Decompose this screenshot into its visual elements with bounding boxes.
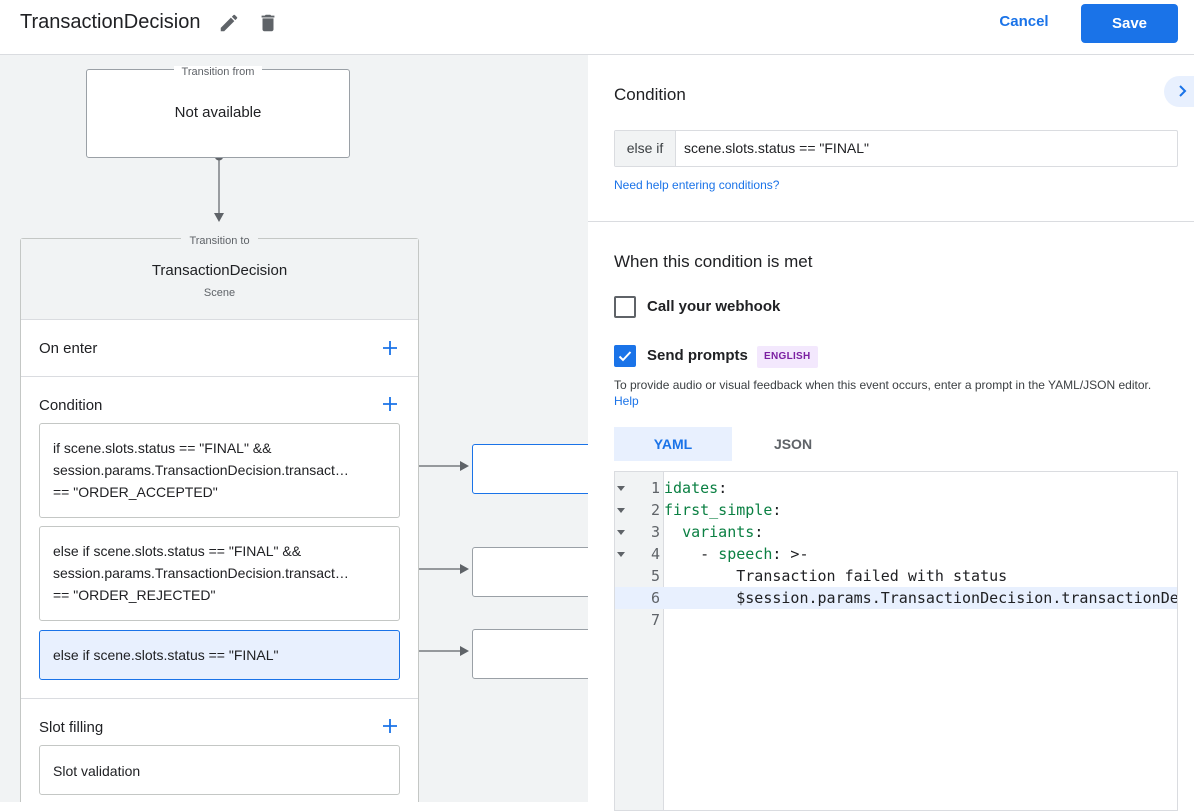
condition-prefix: else if xyxy=(615,131,676,166)
scene-canvas: Transition from Not available Transition… xyxy=(0,55,588,802)
send-prompts-checkbox[interactable] xyxy=(614,345,636,367)
line-number: 2 xyxy=(650,501,660,519)
condition-help-link[interactable]: Need help entering conditions? xyxy=(614,178,780,192)
transition-target-node[interactable] xyxy=(472,547,588,597)
webhook-label: Call your webhook xyxy=(647,298,781,315)
edit-icon[interactable] xyxy=(218,12,240,34)
divider xyxy=(588,221,1194,222)
code-text: Transaction failed with status xyxy=(736,567,1008,585)
collapse-panel-button[interactable] xyxy=(1164,76,1194,107)
condition-section: Condition if scene.slots.status == "FINA… xyxy=(21,377,418,699)
on-enter-section: On enter xyxy=(21,321,418,377)
help-link[interactable]: Help xyxy=(614,394,639,408)
top-bar: TransactionDecision Cancel Save xyxy=(0,0,1194,55)
editor-line[interactable]: 4 - speech: >- xyxy=(615,543,1177,565)
code-text: $session.params.TransactionDecision.tran… xyxy=(736,589,1178,607)
prompt-description: To provide audio or visual feedback when… xyxy=(614,378,1152,408)
condition-item[interactable]: if scene.slots.status == "FINAL" && sess… xyxy=(39,423,400,518)
editor-gutter xyxy=(615,472,664,810)
editor-line[interactable]: 5 Transaction failed with status xyxy=(615,565,1177,587)
fold-arrow-icon[interactable] xyxy=(617,508,625,513)
line-number: 6 xyxy=(650,589,660,607)
condition-heading: Condition xyxy=(614,85,686,104)
fold-arrow-icon[interactable] xyxy=(617,486,625,491)
page-title: TransactionDecision xyxy=(20,11,201,33)
on-enter-label: On enter xyxy=(39,340,98,357)
cancel-button[interactable]: Cancel xyxy=(999,13,1049,30)
language-badge: ENGLISH xyxy=(757,346,818,368)
slot-filling-section: Slot filling Slot validation xyxy=(21,699,418,802)
add-condition-icon[interactable] xyxy=(382,396,398,412)
transition-to-caption: Transition to xyxy=(181,235,258,247)
fold-arrow-icon[interactable] xyxy=(617,530,625,535)
tab-yaml[interactable]: YAML xyxy=(614,427,732,461)
add-on-enter-icon[interactable] xyxy=(382,340,398,356)
send-prompts-label: Send prompts xyxy=(647,347,748,364)
add-slot-icon[interactable] xyxy=(382,718,398,734)
scene-name: TransactionDecision xyxy=(151,262,288,279)
transition-target-node[interactable] xyxy=(472,444,588,494)
save-button[interactable]: Save xyxy=(1081,4,1178,43)
delete-icon[interactable] xyxy=(257,12,279,34)
transition-target-node[interactable] xyxy=(472,629,588,679)
line-number: 3 xyxy=(650,523,660,541)
line-number: 5 xyxy=(650,567,660,585)
tab-json[interactable]: JSON xyxy=(773,436,813,452)
transition-from-value: Not available xyxy=(174,104,262,121)
transition-from-node: Transition from Not available xyxy=(86,66,350,158)
line-number: 1 xyxy=(650,479,660,497)
scene-node: Transition to TransactionDecision Scene … xyxy=(20,235,419,802)
condition-input[interactable]: else if scene.slots.status == "FINAL" xyxy=(614,130,1178,167)
scene-type: Scene xyxy=(203,287,236,299)
editor-line[interactable]: 6 $session.params.TransactionDecision.tr… xyxy=(615,587,1178,609)
condition-editor-panel: Condition else if scene.slots.status == … xyxy=(588,55,1194,811)
code-text: first_simple: xyxy=(664,501,782,519)
slot-validation-item[interactable]: Slot validation xyxy=(39,745,400,795)
transition-from-caption: Transition from xyxy=(173,66,263,78)
condition-item[interactable]: else if scene.slots.status == "FINAL" &&… xyxy=(39,526,400,621)
line-number: 4 xyxy=(650,545,660,563)
check-icon xyxy=(618,351,632,362)
code-text: idates: xyxy=(664,479,728,497)
condition-label: Condition xyxy=(39,397,103,414)
webhook-checkbox[interactable] xyxy=(614,296,636,318)
fold-arrow-icon[interactable] xyxy=(617,552,625,557)
condition-value[interactable]: scene.slots.status == "FINAL" xyxy=(684,140,870,156)
slot-filling-label: Slot filling xyxy=(39,719,104,736)
editor-line[interactable]: 3 variants: xyxy=(615,521,1177,543)
chevron-right-icon xyxy=(1179,85,1187,97)
condition-item-selected[interactable]: else if scene.slots.status == "FINAL" xyxy=(39,630,400,680)
code-text: - speech: >- xyxy=(664,545,809,563)
code-text: variants: xyxy=(682,523,764,541)
editor-line[interactable]: 7 xyxy=(615,609,1177,631)
line-number: 7 xyxy=(650,611,660,629)
met-heading: When this condition is met xyxy=(614,252,813,271)
scene-header: Transition to TransactionDecision Scene xyxy=(21,235,418,320)
